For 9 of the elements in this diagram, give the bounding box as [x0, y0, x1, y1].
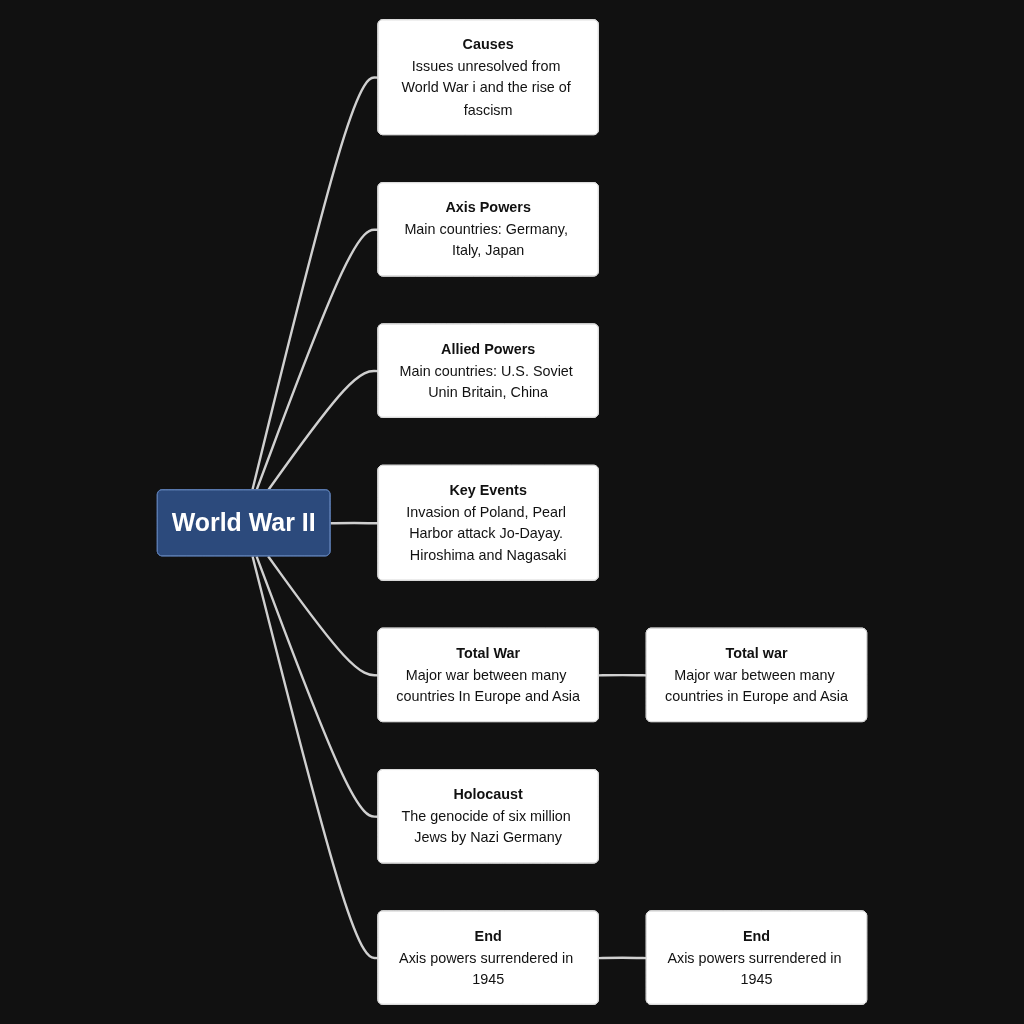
connector — [251, 556, 379, 960]
connector — [267, 369, 379, 491]
connector — [255, 228, 379, 491]
connector — [598, 673, 647, 677]
connector — [255, 555, 379, 818]
connector — [251, 76, 379, 491]
connector — [598, 956, 647, 960]
connector — [330, 521, 379, 525]
connector — [267, 555, 379, 677]
